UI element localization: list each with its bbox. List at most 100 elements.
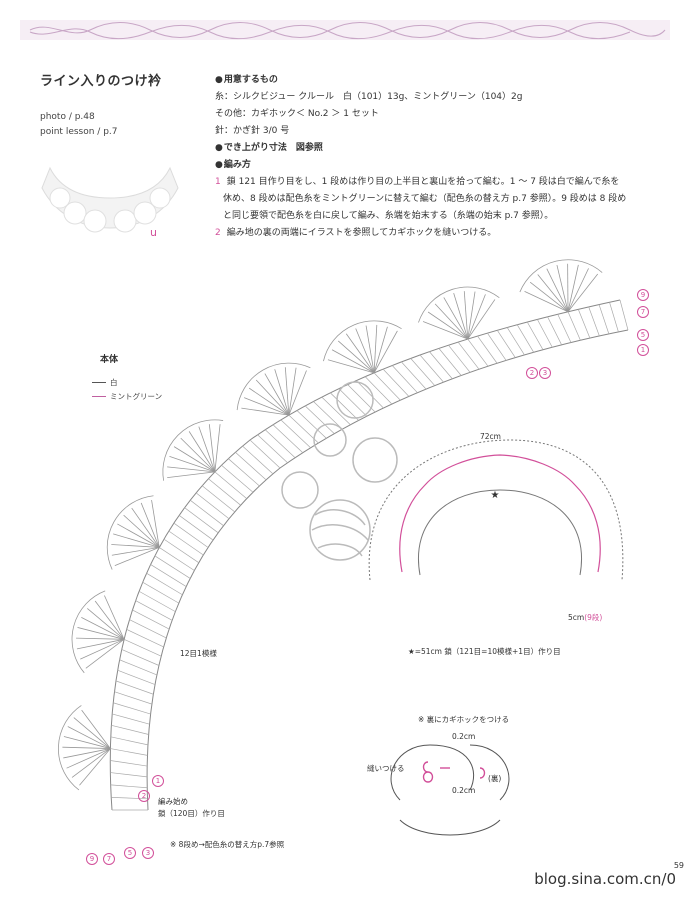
- fan-stitch: [288, 370, 307, 416]
- stitch-mark: [526, 321, 544, 350]
- fan-edge: [162, 419, 224, 481]
- fan-edge: [418, 286, 500, 323]
- stitch-mark: [364, 376, 393, 405]
- yarn-line: 糸：シルクビジュー クルール 白（101）13g、ミントグリーン（104）2g: [215, 92, 523, 102]
- fan-stitch: [373, 324, 378, 373]
- stitch-mark: [112, 713, 150, 725]
- legend-white-label: 白: [110, 378, 118, 387]
- fan-stitch: [463, 291, 469, 340]
- stitch-mark: [110, 748, 148, 756]
- pattern-repeat: 12目1模様: [180, 649, 217, 658]
- stitch-mark: [429, 351, 453, 379]
- stitch-mark: [138, 590, 176, 612]
- fan-stitch: [422, 321, 468, 340]
- other-line: その他：カギホック＜ No.2 ＞ 1 セット: [215, 109, 379, 119]
- fan-stitch: [87, 608, 125, 640]
- depth-label: 5cm(9段): [568, 612, 602, 623]
- fan-stitch: [327, 359, 375, 374]
- fan-stitch: [443, 297, 469, 340]
- stitch-mark: [150, 564, 187, 587]
- fan-stitch: [567, 268, 589, 312]
- stitch-mark: [401, 361, 427, 390]
- fan-stitch: [104, 595, 125, 640]
- fan-stitch: [114, 547, 160, 566]
- row-label-right-9: 9: [637, 282, 649, 301]
- row-label-right-5: 5: [637, 322, 649, 341]
- stitch-mark: [110, 736, 149, 746]
- stitch-mark: [280, 419, 311, 449]
- fan-stitch: [288, 367, 297, 416]
- row-label-left-1: 1: [152, 768, 164, 787]
- fan-stitch: [94, 600, 125, 640]
- fan-stitch: [567, 264, 579, 312]
- stitch-mark: [184, 507, 219, 534]
- legend-title: 本体: [100, 355, 119, 365]
- depth-value: 5cm: [568, 613, 585, 622]
- stitch-mark: [119, 659, 158, 676]
- fan-stitch: [85, 638, 125, 669]
- fan-stitch: [208, 424, 216, 472]
- fan-stitch: [180, 437, 216, 473]
- stitch-mark: [168, 530, 204, 556]
- stitch-mark: [448, 344, 471, 373]
- back-label: (裏): [488, 774, 502, 783]
- start-label-2: 鎖（120目）作り目: [158, 809, 225, 818]
- fan-stitch: [244, 397, 290, 416]
- step1-line1: 鎖 121 目作り目をし、1 段めは作り目の上半目と裏山を拾って編む。1 〜 7…: [226, 177, 620, 187]
- stitch-mark: [557, 314, 572, 343]
- finished-shape: [368, 439, 624, 581]
- row-label-left-2: 2: [138, 783, 150, 802]
- fan-stitch: [173, 446, 216, 473]
- stitch-mark: [146, 572, 183, 596]
- fan-stitch: [529, 281, 569, 313]
- stitch-mark: [190, 499, 224, 526]
- fan-stitch: [434, 303, 469, 340]
- stitch-mark: [235, 452, 267, 481]
- stitch-mark: [142, 581, 179, 604]
- color-note: ※ 8段め→配色糸の替え方p.7参照: [170, 840, 285, 849]
- collar-photo: u: [41, 166, 179, 238]
- fan-stitch: [76, 637, 125, 640]
- width-72: 72cm: [480, 432, 501, 441]
- fan-stitch: [345, 333, 375, 374]
- stitch-mark: [506, 327, 525, 356]
- fan-stitch: [123, 514, 160, 548]
- fan-stitch: [67, 726, 111, 749]
- stitch-mark: [208, 478, 241, 506]
- fan-stitch: [81, 617, 125, 640]
- stitch-mark: [547, 316, 562, 345]
- stitch-mark: [121, 649, 160, 666]
- footer-watermark: blog.sina.com.cn/0: [534, 870, 676, 888]
- fan-stitch: [111, 547, 160, 556]
- fan-stitch: [556, 264, 569, 312]
- stitch-mark: [110, 760, 148, 767]
- fan-stitch: [66, 748, 111, 769]
- depth-rows: (9段): [584, 613, 603, 622]
- hook-illustration: [390, 744, 510, 836]
- stitch-mark: [242, 445, 274, 475]
- stitch-mark: [117, 669, 156, 685]
- fan-stitch: [167, 471, 215, 479]
- fan-stitch: [62, 746, 111, 749]
- fan-stitch: [427, 311, 468, 340]
- fan-stitch: [214, 424, 221, 472]
- fan-stitch: [71, 748, 111, 778]
- step1-line2: 休め、8 段めは配色糸をミントグリーンに替えて編む（配色糸の替え方 p.7 参照…: [223, 194, 627, 204]
- stitch-mark: [609, 302, 619, 333]
- start-label-1: 編み始め: [158, 797, 188, 806]
- stitch-mark: [598, 304, 610, 334]
- star-note: ★=51cm 鎖（121目=10模様+1目）作り目: [408, 647, 561, 656]
- stitch-mark: [487, 332, 507, 361]
- stitch-mark: [257, 434, 288, 464]
- fan-stitch: [453, 293, 469, 340]
- step2-line1: 編み地の裏の両端にイラストを参照してカギホックを縫いつける。: [226, 228, 497, 238]
- stitch-mark: [123, 638, 162, 657]
- fan-edge: [519, 259, 603, 293]
- stitch-mark: [113, 702, 151, 715]
- step2-number: 2: [215, 228, 221, 238]
- page-number: 59: [673, 861, 684, 870]
- stitch-mark: [272, 424, 304, 453]
- photo-mark: u: [150, 226, 157, 238]
- fan-stitch: [255, 379, 290, 416]
- stitch-mark: [195, 492, 230, 520]
